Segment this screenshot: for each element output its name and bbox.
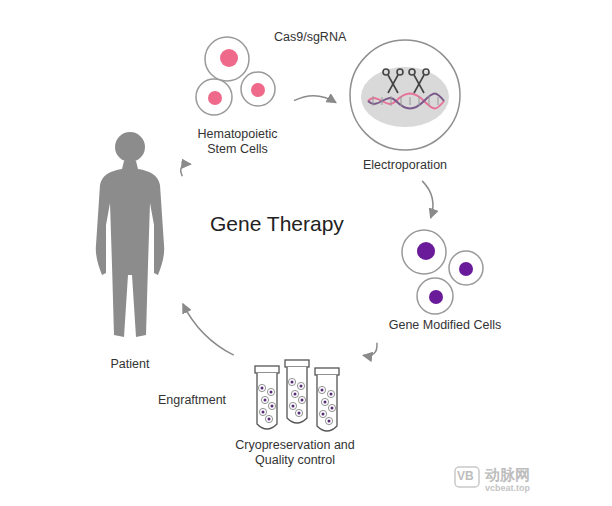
patient-figure: Patient [80, 125, 180, 376]
stem-cell-group: Hematopoietic Stem Cells [185, 35, 290, 161]
stage-label: Electroporation [340, 158, 470, 173]
flow-arrow [294, 96, 336, 103]
illustration [80, 125, 180, 376]
flow-arrow [422, 181, 433, 218]
flow-arrow [183, 304, 234, 355]
stage-label: Cryopreservation and Quality control [220, 438, 370, 468]
electroporation-cell: Electroporation [340, 35, 470, 177]
watermark-logo-text: VB [457, 469, 474, 483]
illustration [340, 35, 470, 177]
watermark-url: vcbeat.top [485, 483, 530, 493]
stage-label: Hematopoietic Stem Cells [185, 127, 290, 157]
stage-label: Patient [80, 357, 180, 372]
edge-label: Cas9/sgRNA [272, 30, 348, 44]
stage-label: Gene Modified Cells [378, 318, 512, 333]
watermark: 动脉网 [485, 466, 530, 485]
title: Gene Therapy [210, 212, 344, 236]
edge-label: Engraftment [156, 393, 228, 407]
modified-cell-group: Gene Modified Cells [378, 222, 512, 340]
flow-arrow [363, 343, 377, 356]
flow-arrow [181, 164, 191, 176]
sample-tubes: Cryopreservation and Quality control [215, 358, 375, 476]
